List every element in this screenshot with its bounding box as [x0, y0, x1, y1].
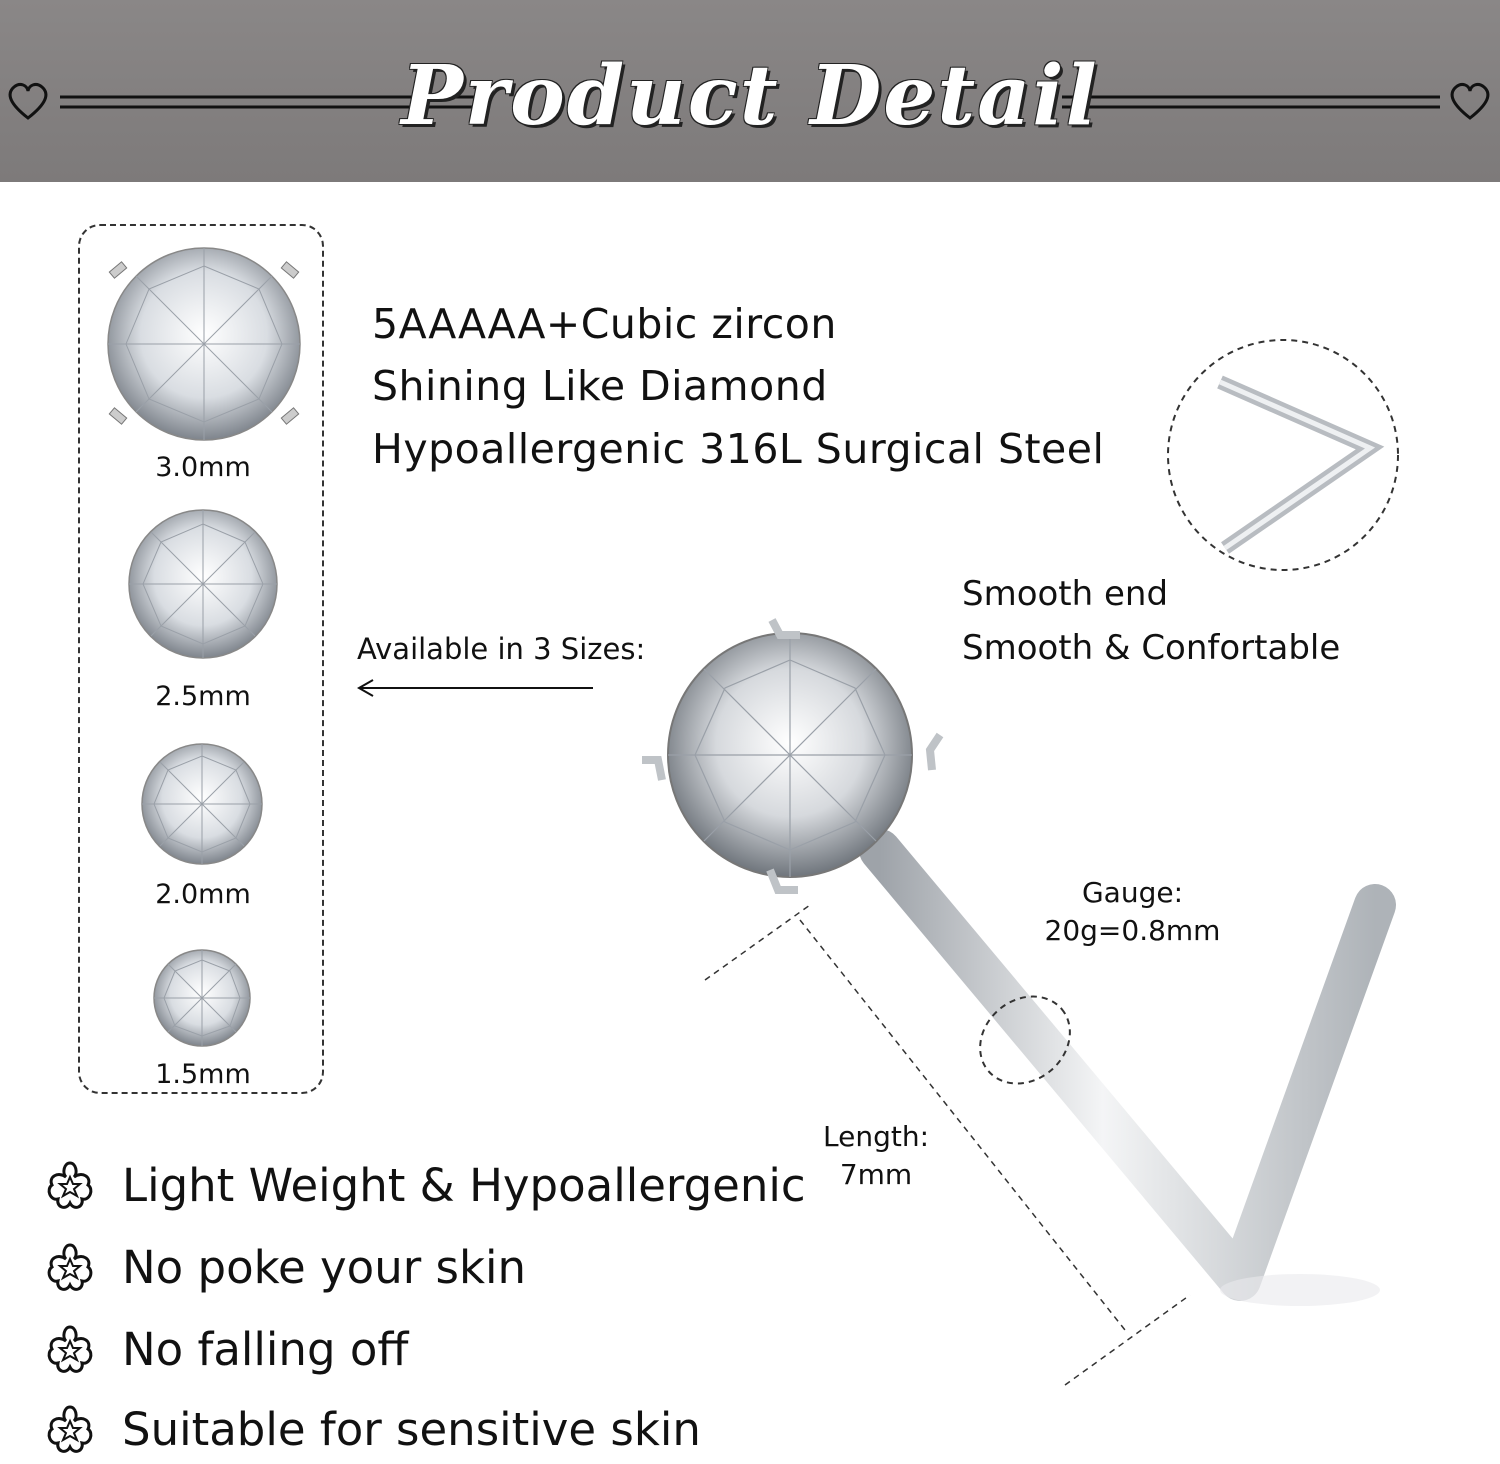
size-label-1-5mm: 1.5mm — [155, 1059, 251, 1090]
bullet-text: Suitable for sensitive skin — [122, 1402, 701, 1456]
gem-3mm-icon — [107, 247, 301, 441]
feature-line-shining: Shining Like Diamond — [372, 362, 828, 410]
tip-detail-circle — [1167, 339, 1399, 571]
stud-gem — [642, 618, 944, 894]
length-label: Length: — [822, 1120, 929, 1153]
gem-2-5mm-icon — [128, 509, 278, 659]
stud-post — [859, 829, 1396, 1301]
gauge-info: Gauge: 20g=0.8mm — [1030, 874, 1235, 950]
feature-line-steel: Hypoallergenic 316L Surgical Steel — [372, 425, 1105, 473]
size-label-2-5mm: 2.5mm — [155, 681, 251, 712]
page-title: Product Detail — [401, 48, 1099, 144]
bullet-text: No falling off — [122, 1322, 409, 1376]
header-banner: Product Detail — [0, 0, 1500, 182]
right-heart-icon — [1450, 82, 1490, 120]
list-item: Light Weight & Hypoallergenic — [44, 1150, 806, 1220]
sizes-panel: 3.0mm 2.5mm 2.0mm 1.5mm — [78, 224, 324, 1094]
flower-icon — [47, 1405, 93, 1453]
gem-2mm-icon — [141, 743, 263, 865]
left-heart-icon — [8, 82, 48, 120]
smooth-comfortable-label: Smooth & Confortable — [962, 628, 1341, 668]
flower-icon — [47, 1161, 93, 1209]
length-info: Length: 7mm — [812, 1118, 940, 1194]
banner-decoration — [8, 82, 1490, 120]
bullet-text: Light Weight & Hypoallergenic — [122, 1158, 806, 1212]
size-label-3mm: 3.0mm — [155, 452, 251, 483]
flower-icon — [47, 1243, 93, 1291]
list-item: No falling off — [44, 1314, 408, 1384]
left-arrow-icon — [356, 679, 593, 697]
available-sizes-label: Available in 3 Sizes: — [357, 632, 646, 666]
flower-icon — [47, 1325, 93, 1373]
list-item: No poke your skin — [44, 1232, 526, 1302]
gem-1-5mm-icon — [153, 949, 251, 1047]
length-value: 7mm — [839, 1158, 913, 1191]
gauge-value: 20g=0.8mm — [1044, 914, 1221, 947]
list-item: Suitable for sensitive skin — [44, 1394, 701, 1464]
smooth-end-label: Smooth end — [962, 574, 1169, 614]
nose-stud-illustration — [642, 339, 1399, 1386]
bullet-text: No poke your skin — [122, 1240, 527, 1294]
gauge-marker — [979, 995, 1071, 1085]
gauge-label: Gauge: — [1081, 876, 1184, 909]
size-label-2mm: 2.0mm — [155, 879, 251, 910]
feature-line-zircon: 5AAAAA+Cubic zircon — [372, 300, 837, 348]
